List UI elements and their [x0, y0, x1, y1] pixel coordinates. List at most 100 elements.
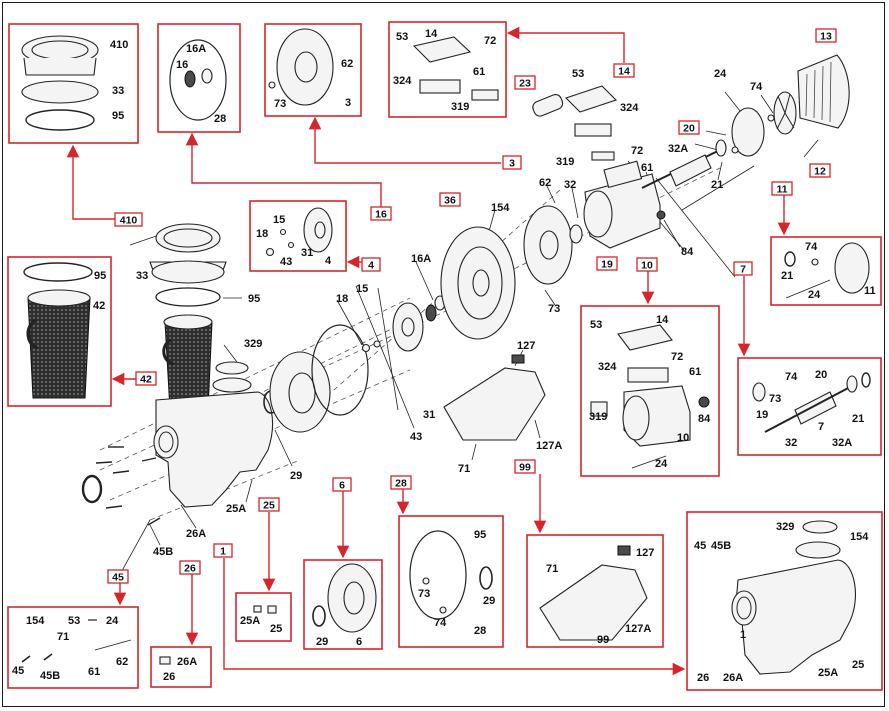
box-11: [770, 236, 882, 306]
tag-box-20: [678, 120, 700, 135]
tag-box-1: [213, 543, 233, 558]
part-capacitor-23: [532, 94, 564, 117]
callout-15: 15: [356, 283, 368, 295]
arrow-1: [223, 558, 686, 676]
label-28-1: 16: [176, 59, 188, 71]
box25-25: [267, 605, 277, 614]
label-10-2: 324: [598, 361, 617, 373]
callout-329: 329: [244, 338, 262, 350]
arrow-410: [66, 144, 115, 220]
part-inlet-oring: [81, 474, 103, 504]
box-26: [150, 646, 212, 688]
box99-base: [539, 564, 648, 641]
label-4-4: 4: [325, 255, 332, 267]
label-1-3: 45B: [711, 540, 731, 552]
box42-gasket: [23, 262, 93, 282]
label-7-1: 20: [815, 369, 827, 381]
label-45-7: 62: [116, 656, 128, 668]
box6-diffuser-hub: [343, 581, 365, 615]
tag-box-4: [361, 257, 381, 272]
callout-31: 31: [423, 409, 435, 421]
label-14-4: 324: [393, 75, 412, 87]
callout-95: 95: [248, 293, 260, 305]
callout-324: 324: [620, 102, 639, 114]
box410-ring: [21, 80, 99, 104]
arrow-16: [185, 132, 382, 209]
label-14-5: 319: [451, 101, 469, 113]
tag-label-11: 11: [776, 184, 787, 196]
callout-53: 53: [572, 68, 584, 80]
label-28b-2: 29: [483, 595, 495, 607]
tag-7: 7: [733, 261, 753, 276]
part-rotor-main: [669, 154, 712, 187]
box42-basket-top: [27, 289, 91, 307]
box45-45b: [43, 653, 53, 661]
callout-127A: 127A: [536, 440, 562, 452]
tag-label-99: 99: [519, 462, 531, 474]
tag-13: 13: [815, 28, 837, 43]
box28b-74: [439, 606, 447, 614]
callout-45B: 45B: [153, 546, 173, 558]
tag-label-410: 410: [120, 215, 138, 227]
tag-box-42: [135, 371, 157, 386]
callout-25A: 25A: [226, 503, 246, 515]
part-lid-main-inner: [163, 228, 213, 248]
part-fan-blades: [776, 93, 795, 130]
box7-21: [861, 372, 871, 388]
box410-lid-skirt: [23, 57, 97, 76]
label-3-0: 62: [341, 58, 353, 70]
box28-16: [184, 70, 196, 88]
label-99-2: 127A: [625, 623, 651, 635]
tag-box-12: [809, 163, 831, 178]
box-6: [303, 559, 383, 650]
label-45-2: 24: [106, 615, 119, 627]
part-bearing-19: [569, 224, 583, 244]
tag-box-19: [596, 256, 618, 271]
box1-329: [802, 520, 838, 534]
box3-73: [268, 81, 276, 89]
label-7-0: 74: [785, 371, 798, 383]
part-body-outlet: [212, 377, 252, 393]
callout-32: 32: [564, 179, 576, 191]
tag-box-26: [179, 560, 201, 575]
tag-26: 26: [179, 560, 201, 575]
label-28-2: 28: [214, 113, 226, 125]
label-4-0: 15: [273, 214, 285, 226]
tag-25: 25: [258, 497, 280, 512]
part-seal-plate-36-hub: [472, 269, 490, 297]
tag-label-23: 23: [519, 78, 531, 90]
box1-outlet: [795, 541, 841, 559]
label-14-2: 72: [484, 35, 496, 47]
tag-label-1: 1: [220, 546, 226, 558]
label-10-6: 84: [698, 413, 711, 425]
callout-62: 62: [539, 177, 551, 189]
detail-boxes: [7, 21, 883, 691]
box14-324: [419, 79, 461, 94]
box25-25a: [253, 605, 262, 613]
label-1-6: 25: [852, 659, 864, 671]
tag-6: 6: [332, 477, 352, 492]
label-45-6: 61: [88, 666, 100, 678]
tag-42: 42: [135, 371, 157, 386]
callout-43: 43: [410, 431, 422, 443]
tag-box-28: [390, 475, 412, 490]
tag-label-6: 6: [339, 480, 345, 492]
part-bearing-20-main: [715, 139, 727, 157]
box410-gasket: [25, 109, 95, 131]
part-basket-main-top: [163, 314, 213, 330]
box3-adapter-hub: [294, 51, 318, 83]
label-25-0: 25A: [240, 615, 260, 627]
label-14-0: 53: [396, 31, 408, 43]
label-1-2: 45: [694, 540, 706, 552]
label-410-0: 410: [110, 39, 128, 51]
tag-label-26: 26: [184, 563, 196, 575]
tag-label-14: 14: [618, 66, 630, 78]
box42-handle: [26, 318, 39, 350]
label-1-8: 26A: [723, 672, 743, 684]
label-1-5: 25A: [818, 667, 838, 679]
label-4-2: 43: [280, 256, 292, 268]
box45-24: [94, 639, 132, 651]
label-26-1: 26: [163, 671, 175, 683]
